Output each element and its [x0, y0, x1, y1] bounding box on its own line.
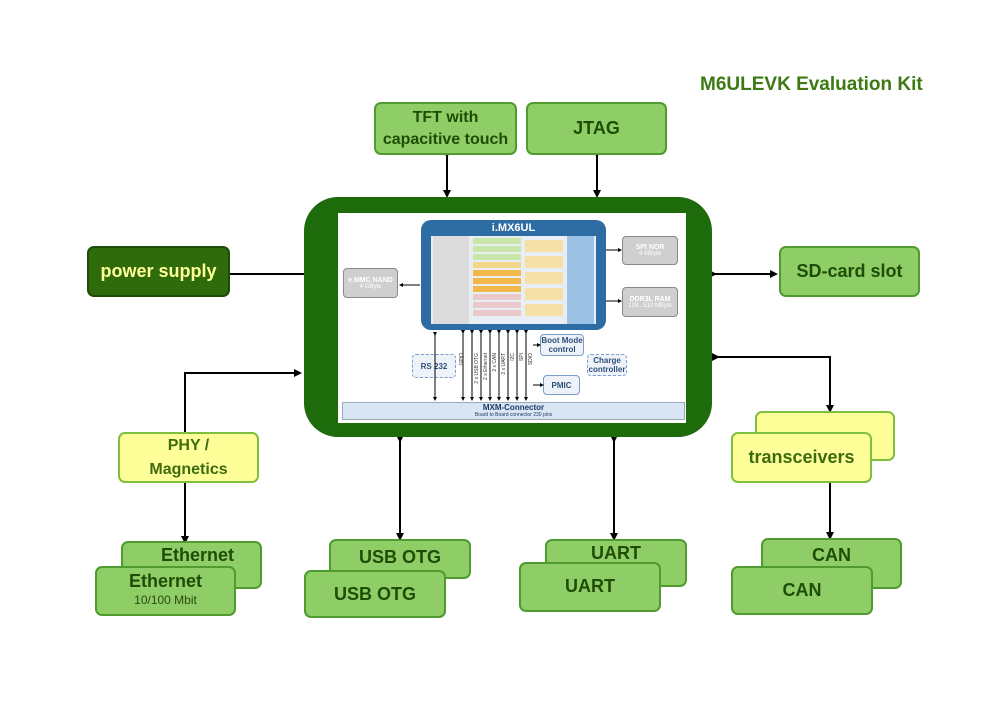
cpu-col-connectivity [525, 236, 563, 324]
usb-otg-block: USB OTG [304, 570, 446, 618]
signal-ethernet: 2 x Ethernet [483, 353, 489, 380]
power-supply-label: power supply [100, 261, 217, 281]
arrow-transceivers [712, 353, 834, 413]
charge-controller-block: Charge controller [587, 354, 627, 376]
charge-controller-label: Charge controller [588, 356, 626, 374]
can-back-label: CAN [812, 545, 851, 565]
signal-can: 2 x CAN [492, 353, 498, 372]
can-block: CAN [731, 566, 873, 615]
uart-back-label: UART [591, 543, 641, 563]
mxm-sub-label: Board to Board connector 230 pins [474, 412, 553, 418]
ddr-ram-size: 128...512 MByte [628, 302, 672, 309]
ethernet-speed: 10/100 Mbit [134, 593, 197, 607]
spi-nor-block: SPI NOR 4 MByte [622, 236, 678, 265]
jtag-block: JTAG [526, 102, 667, 155]
boot-mode-label: Boot Mode control [541, 336, 583, 354]
cpu-col-system [433, 236, 469, 324]
mxm-label: MXM-Connector [482, 403, 545, 412]
emmc-size: 4 GByte [359, 283, 382, 290]
usb-otg-block-back: USB OTG [329, 539, 471, 579]
cpu-col-security [567, 236, 594, 324]
power-supply-block: power supply [87, 246, 230, 297]
tft-label: TFT with capacitive touch [382, 108, 509, 148]
spi-nor-size: 4 MByte [638, 251, 661, 257]
ddr-ram-block: DDR3L RAM 128...512 MByte [622, 287, 678, 317]
can-label: CAN [782, 580, 822, 600]
emmc-label: e.MMC NAND [348, 276, 393, 284]
signal-gpio: GPIO [459, 353, 465, 366]
ethernet-label: Ethernet [128, 571, 202, 591]
cpu-title: i.MX6UL [491, 222, 536, 234]
phy-magnetics-label: PHY / Magnetics [149, 436, 228, 478]
uart-label: UART [565, 576, 615, 596]
ethernet-back-label: Ethernet [160, 545, 234, 565]
tft-block: TFT with capacitive touch [374, 102, 517, 155]
signal-spi: SPI [519, 353, 525, 362]
ddr-ram-label: DDR3L RAM [629, 295, 671, 303]
transceivers-label: transceivers [748, 447, 855, 467]
ethernet-block: Ethernet 10/100 Mbit [95, 566, 236, 616]
jtag-label: JTAG [573, 118, 620, 138]
diagram-title: M6ULEVK Evaluation Kit [700, 74, 923, 95]
transceivers-block: transceivers [731, 432, 872, 483]
signal-usb-otg: 2 x USB OTG [474, 353, 480, 384]
cpu-block: i.MX6UL [421, 220, 606, 330]
emmc-block: e.MMC NAND 4 GByte [343, 268, 398, 298]
signal-sdio: SDIO [528, 353, 534, 366]
signal-uart: 2 x UART [501, 353, 507, 375]
cpu-col-core [473, 236, 521, 324]
usb-otg-label: USB OTG [333, 583, 416, 604]
uart-block: UART [519, 562, 661, 612]
usb-otg-back-label: USB OTG [358, 547, 441, 567]
arrow-phy [181, 369, 302, 438]
cpu-internal-blocks [431, 236, 596, 324]
boot-mode-block: Boot Mode control [540, 334, 584, 356]
spi-nor-label: SPI NOR [635, 244, 665, 251]
signal-i2c: I2C [510, 353, 516, 361]
phy-magnetics-block: PHY / Magnetics [118, 432, 259, 483]
sd-card-block: SD-card slot [779, 246, 920, 297]
pmic-label: PMIC [551, 380, 572, 390]
sd-card-label: SD-card slot [796, 261, 903, 281]
mxm-connector: MXM-Connector Board to Board connector 2… [342, 402, 685, 420]
